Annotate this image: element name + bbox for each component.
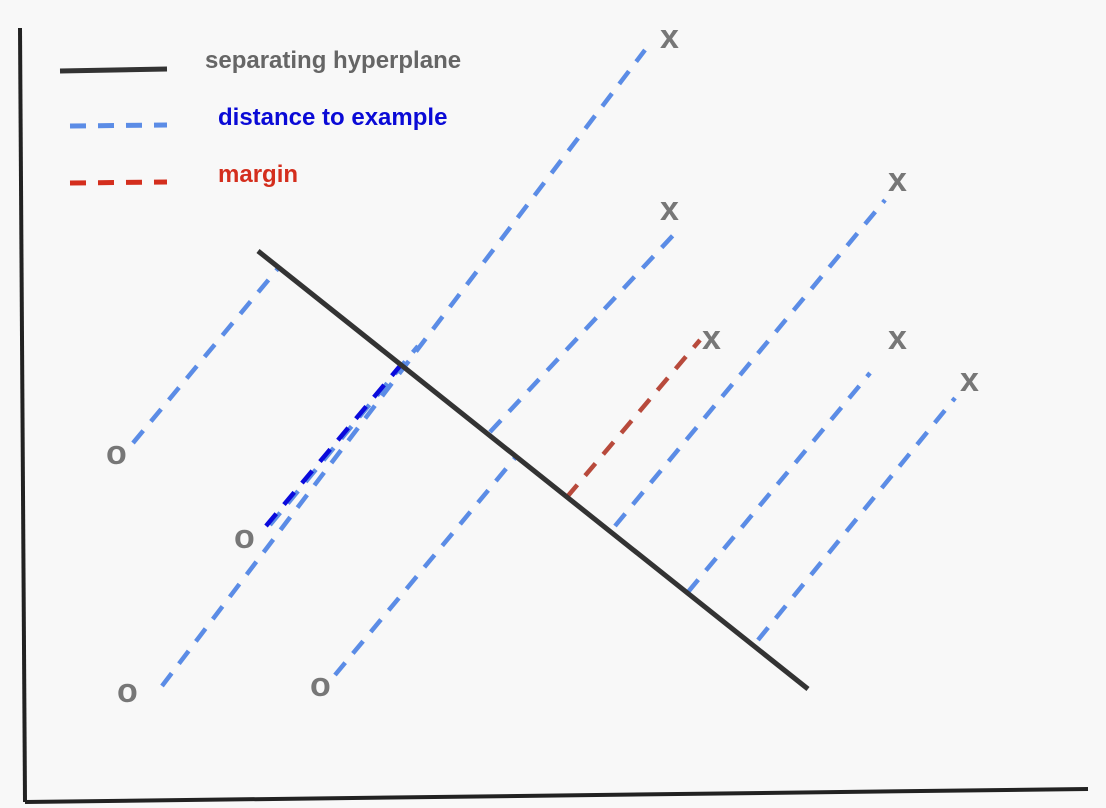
o-point-3: o — [117, 672, 138, 710]
x-point-5: x — [888, 319, 907, 357]
highlight-distance-line — [264, 364, 402, 528]
o-point-2: o — [234, 518, 255, 556]
o-point-1: o — [106, 434, 127, 472]
legend-label-distance: distance to example — [218, 104, 448, 131]
legend-swatch-margin — [69, 179, 168, 186]
distance-line-1 — [131, 264, 282, 445]
x-axis — [24, 787, 1089, 804]
x-point-6: x — [960, 361, 979, 399]
distance-line-8 — [756, 396, 957, 642]
legend-label-margin: margin — [218, 161, 299, 188]
distance-line-4 — [333, 456, 517, 677]
legend-swatch-distance — [69, 122, 168, 129]
legend-swatch-hyperplane — [59, 66, 168, 74]
x-point-2: x — [660, 190, 679, 228]
distance-line-6 — [613, 198, 887, 528]
x-point-3: x — [888, 161, 907, 199]
x-point-1: x — [660, 18, 679, 56]
separating-hyperplane — [256, 249, 810, 691]
distance-line-7 — [686, 371, 872, 594]
x-point-4: x — [702, 319, 721, 357]
o-point-4: o — [310, 666, 331, 704]
distance-line-5 — [488, 228, 680, 434]
margin-line — [565, 338, 702, 499]
legend-label-hyperplane: separating hyperplane — [205, 47, 462, 74]
y-axis — [18, 27, 27, 803]
distance-lines — [131, 48, 957, 688]
